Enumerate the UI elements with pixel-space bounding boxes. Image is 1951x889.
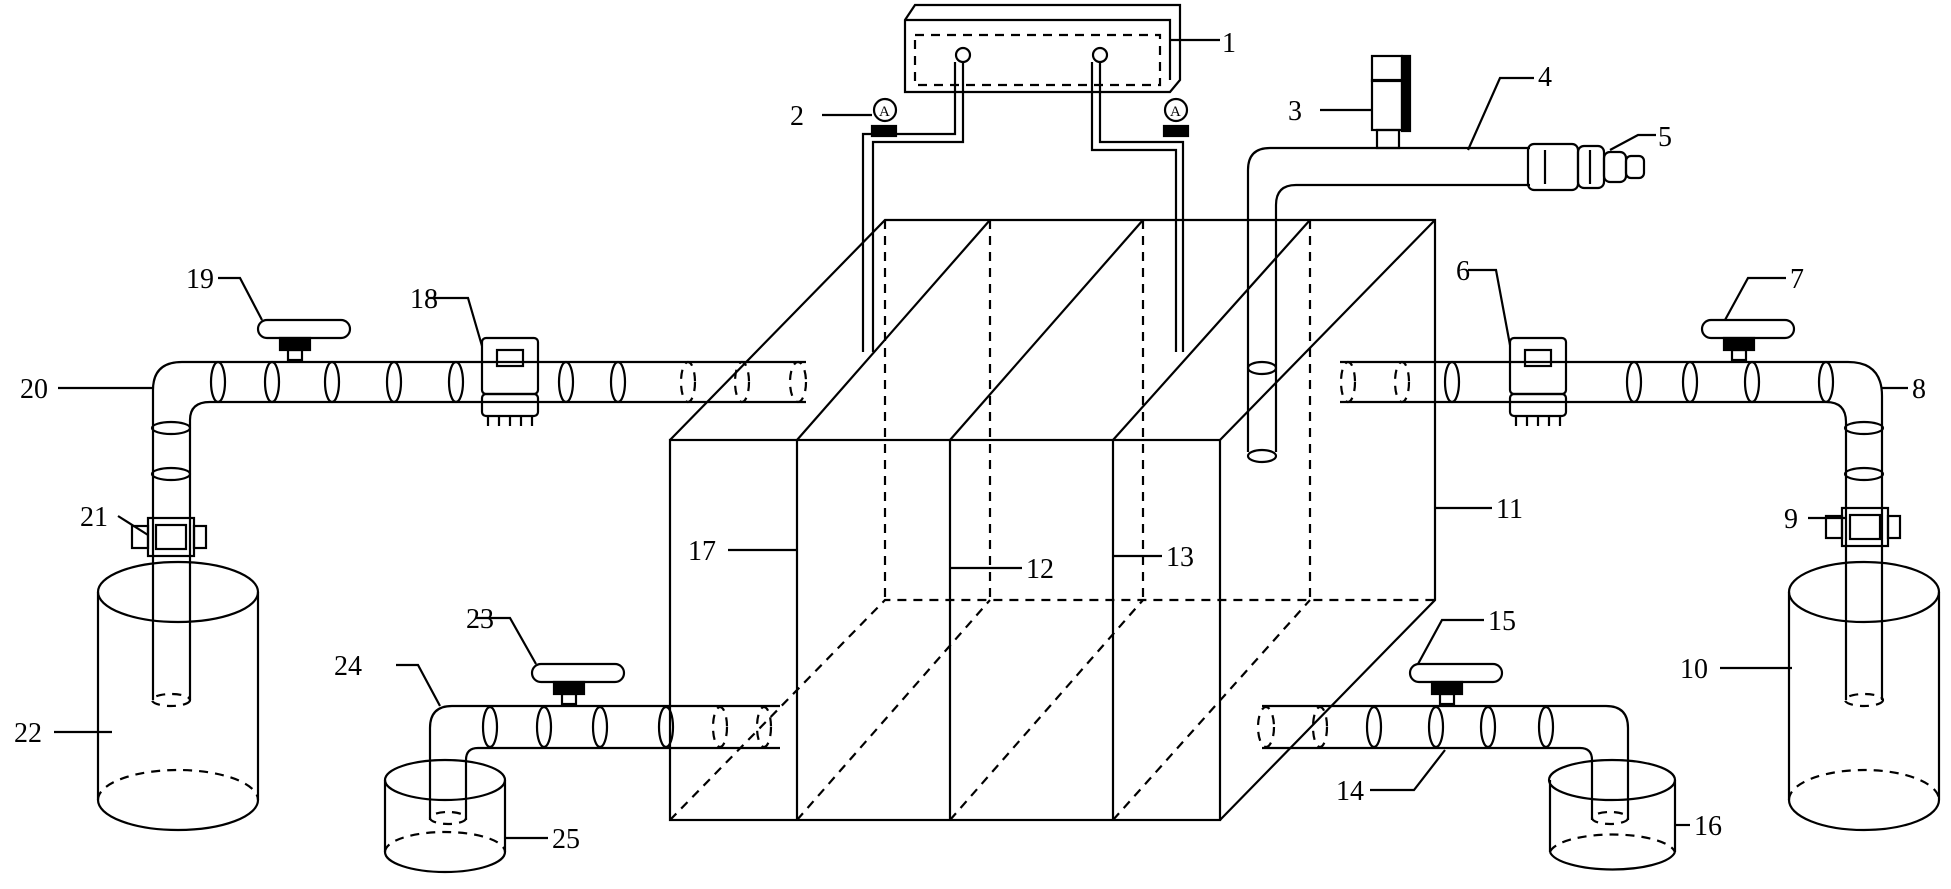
label-15: 15 <box>1488 606 1516 637</box>
gas-valve <box>1370 54 1412 150</box>
leader-lines <box>54 38 1908 840</box>
label-1: 1 <box>1222 28 1236 59</box>
valve-right-lower <box>1408 662 1504 706</box>
label-8: 8 <box>1912 374 1926 405</box>
label-19: 19 <box>186 264 214 295</box>
tank-left-small <box>383 758 507 874</box>
tank-left-large <box>96 560 260 832</box>
label-22: 22 <box>14 718 42 749</box>
pipe-left-upper <box>150 360 808 708</box>
pipe-left-lower <box>428 704 780 826</box>
label-21: 21 <box>80 502 108 533</box>
partition-17 <box>795 219 992 821</box>
power-supply <box>903 3 1182 94</box>
label-14: 14 <box>1336 776 1364 807</box>
svg-text:A: A <box>879 104 890 120</box>
label-4: 4 <box>1538 62 1552 93</box>
label-25: 25 <box>552 824 580 855</box>
gas-connector <box>1526 142 1646 192</box>
valve-left-upper <box>256 318 352 362</box>
label-5: 5 <box>1658 122 1672 153</box>
ammeter-left: A <box>870 97 898 138</box>
reactor-tank <box>668 218 1437 822</box>
ammeter-right: A <box>1162 97 1190 138</box>
label-7: 7 <box>1790 264 1804 295</box>
pump-left <box>130 516 208 558</box>
pipe-right-upper <box>1339 360 1885 708</box>
label-16: 16 <box>1694 811 1722 842</box>
partition-12 <box>948 219 1145 821</box>
callout-labels: 1 2 3 4 5 6 7 8 9 10 11 12 13 14 15 16 1… <box>14 28 1926 855</box>
label-2: 2 <box>790 101 804 132</box>
pump-right <box>1824 506 1902 548</box>
partition-13 <box>1111 219 1312 821</box>
label-9: 9 <box>1784 504 1798 535</box>
label-3: 3 <box>1288 96 1302 127</box>
gas-pipe <box>1246 146 1530 464</box>
label-6: 6 <box>1456 256 1470 287</box>
valve-left-lower <box>530 662 626 706</box>
valve-right-upper <box>1700 318 1796 362</box>
label-20: 20 <box>20 374 48 405</box>
tank-right-small <box>1547 758 1677 871</box>
label-23: 23 <box>466 604 494 635</box>
label-12: 12 <box>1026 554 1054 585</box>
tank-right-large <box>1787 560 1941 832</box>
label-17: 17 <box>688 536 716 567</box>
label-10: 10 <box>1680 654 1708 685</box>
svg-text:A: A <box>1170 104 1181 120</box>
flowmeter-right <box>1508 336 1568 426</box>
flowmeter-left <box>480 336 540 426</box>
label-24: 24 <box>334 651 362 682</box>
label-11: 11 <box>1496 494 1523 525</box>
label-13: 13 <box>1166 542 1194 573</box>
label-18: 18 <box>410 284 438 315</box>
